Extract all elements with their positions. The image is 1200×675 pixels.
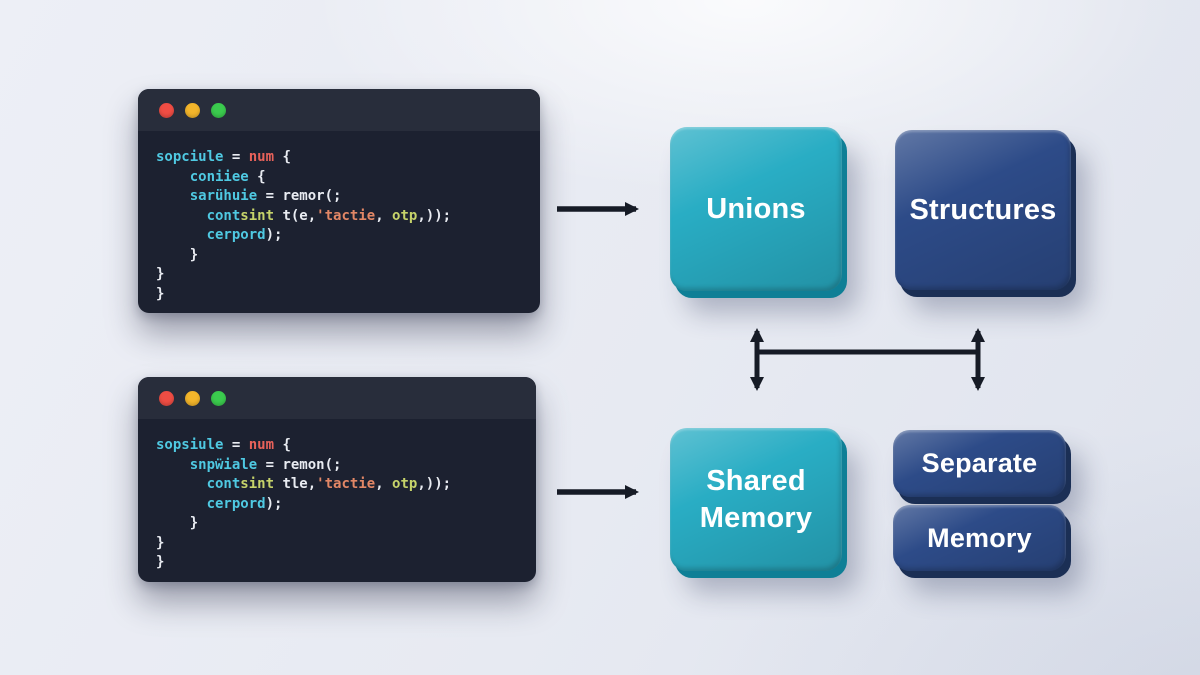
code-line: } <box>156 534 165 551</box>
separate-box: Separate <box>893 430 1066 497</box>
code-line: } <box>156 554 165 570</box>
code-line: sopciule = num { <box>156 149 291 165</box>
code-editor-content: sopsiule = num { snpẅiale = remon(; cont… <box>138 419 536 573</box>
close-button-icon[interactable] <box>159 390 174 406</box>
structures-box: Structures <box>895 130 1071 290</box>
top-code-window: sopciule = num { coniiee { sarühuie = re… <box>138 89 540 313</box>
unions-box: Unions <box>670 127 842 291</box>
code-line: contsint t(e,'tactie, otp,)); <box>156 207 452 224</box>
minimize-button-icon[interactable] <box>185 102 200 118</box>
code-editor-content: sopciule = num { coniiee { sarühuie = re… <box>138 131 540 304</box>
memory-box: Memory <box>893 505 1066 571</box>
code-line: } <box>156 515 199 531</box>
close-button-icon[interactable] <box>159 102 174 118</box>
shared-memory-label: Shared Memory <box>699 464 813 534</box>
code-line: contsint tle,'tactie, otp,)); <box>156 476 452 492</box>
code-line: sopsiule = num { <box>156 437 291 453</box>
code-line: } <box>156 246 199 263</box>
window-titlebar <box>138 377 536 419</box>
code-line: } <box>156 266 165 282</box>
code-line: coniiee { <box>156 168 266 185</box>
minimize-button-icon[interactable] <box>185 390 200 406</box>
code-line: cerpord); <box>156 495 283 512</box>
separate-label: Separate <box>921 448 1038 478</box>
code-line: snpẅiale = remon(; <box>156 456 342 473</box>
memory-label: Memory <box>927 522 1032 553</box>
code-line: } <box>156 285 165 302</box>
structures-label: Structures <box>909 193 1057 226</box>
zoom-button-icon[interactable] <box>211 102 226 118</box>
bottom-code-window: sopsiule = num { snpẅiale = remon(; cont… <box>138 377 536 582</box>
unions-label: Unions <box>706 192 806 225</box>
shared-memory-box: Shared Memory <box>670 428 842 571</box>
code-line: sarühuie = remor(; <box>156 188 342 204</box>
zoom-button-icon[interactable] <box>211 390 226 406</box>
window-titlebar <box>138 89 540 131</box>
code-line: cerpord); <box>156 227 283 243</box>
